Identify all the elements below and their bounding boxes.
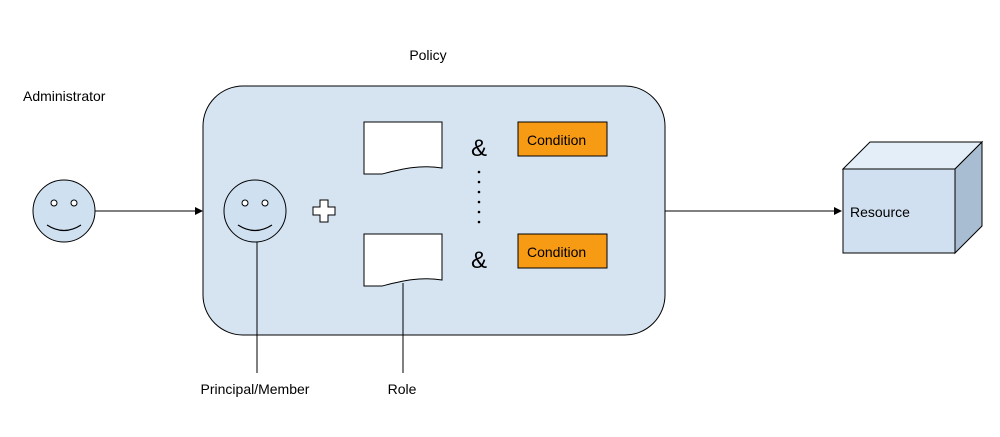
principal-smiley-icon xyxy=(223,179,287,243)
role-document-icon-bottom xyxy=(363,233,443,287)
administrator-label: Administrator xyxy=(23,88,106,104)
condition-label-top: Condition xyxy=(527,132,586,148)
condition-label-bottom: Condition xyxy=(527,244,586,260)
principal-member-label: Principal/Member xyxy=(201,381,310,397)
policy-label: Policy xyxy=(409,47,446,63)
condition-box-bottom: Condition xyxy=(517,233,608,269)
vertical-ellipsis-icon xyxy=(477,170,481,224)
plus-icon xyxy=(312,199,336,223)
role-document-icon-top xyxy=(363,121,443,175)
and-symbol-top: & xyxy=(471,135,487,162)
resource-label: Resource xyxy=(850,204,910,220)
role-label: Role xyxy=(388,381,417,397)
administrator-smiley-icon xyxy=(32,179,96,243)
condition-box-top: Condition xyxy=(517,121,608,157)
and-symbol-bottom: & xyxy=(471,247,487,274)
resource-cube-icon xyxy=(841,140,984,255)
